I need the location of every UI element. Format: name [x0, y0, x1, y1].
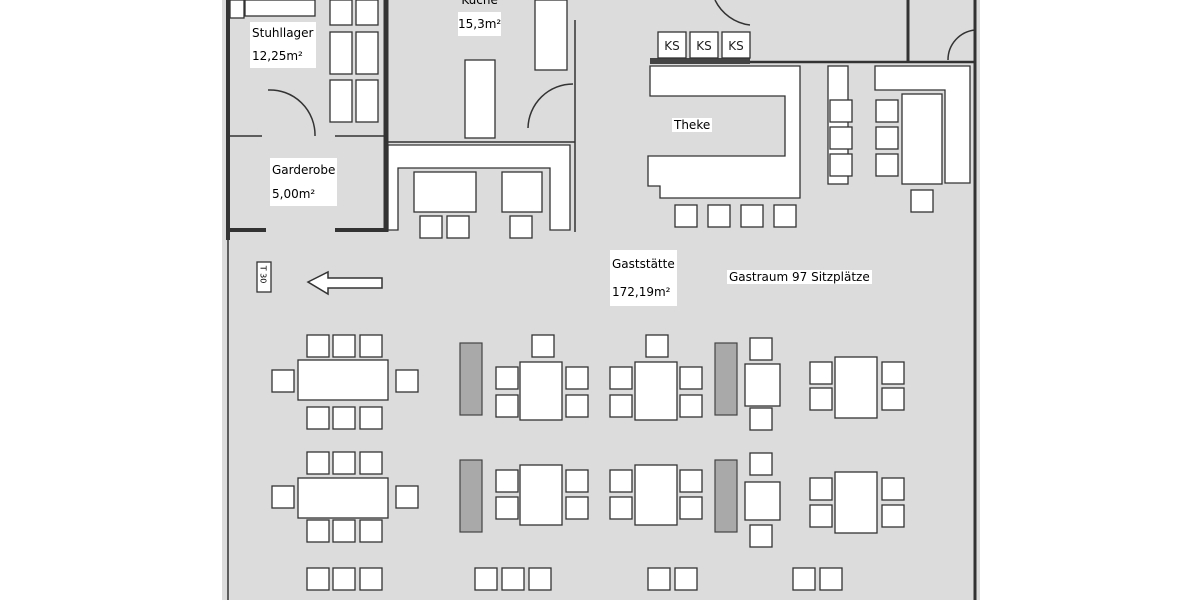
fridge [689, 31, 719, 59]
chair [829, 153, 853, 177]
chair [609, 366, 633, 390]
chair [647, 567, 671, 591]
chair [528, 567, 552, 591]
room-area: 5,00m² [272, 187, 316, 201]
room-name: Stuhllager [252, 26, 314, 40]
fridge [721, 31, 751, 59]
room-label-kitchen: Küche 15,3m² [458, 0, 502, 36]
chairs [271, 99, 934, 591]
chair [395, 485, 419, 509]
chair [792, 567, 816, 591]
chair [332, 567, 356, 591]
chair [829, 99, 853, 123]
chair [910, 189, 934, 213]
chair [419, 215, 443, 239]
chair [679, 469, 703, 493]
chair [531, 334, 555, 358]
fridges: KS KS KS [657, 31, 751, 59]
chair [359, 406, 383, 430]
door-label: T 30 [258, 265, 268, 284]
chair [271, 485, 295, 509]
chair [749, 524, 773, 548]
chair [306, 334, 330, 358]
room-name: Garderobe [272, 163, 336, 177]
chair [332, 406, 356, 430]
chair [332, 519, 356, 543]
chair [881, 387, 905, 411]
room-name: Küche [461, 0, 498, 7]
chair [609, 394, 633, 418]
chair [809, 387, 833, 411]
chair [359, 334, 383, 358]
chair [679, 366, 703, 390]
chair [875, 126, 899, 150]
chair [501, 567, 525, 591]
chair [474, 567, 498, 591]
chair [674, 204, 698, 228]
chair [740, 204, 764, 228]
chair [773, 204, 797, 228]
room-label-cloakroom: Garderobe 5,00m² [270, 158, 338, 206]
chair [749, 337, 773, 361]
chair [875, 153, 899, 177]
chair [359, 451, 383, 475]
chair [749, 452, 773, 476]
chair [306, 519, 330, 543]
room-name: Gaststätte [612, 257, 675, 271]
chair [565, 496, 589, 520]
chair [881, 361, 905, 385]
room-area: 172,19m² [612, 285, 671, 299]
fridge-label: KS [728, 39, 744, 53]
chair [306, 567, 330, 591]
room-area: 15,3m² [458, 12, 502, 36]
chair [679, 394, 703, 418]
chair [881, 504, 905, 528]
fridge-label: KS [664, 39, 680, 53]
room-label-bar: Theke [672, 118, 713, 132]
chair [881, 477, 905, 501]
chair [495, 469, 519, 493]
walls [226, 0, 977, 600]
furniture [229, 0, 971, 534]
chair [495, 496, 519, 520]
chair [509, 215, 533, 239]
chair [359, 567, 383, 591]
chair [446, 215, 470, 239]
chair [674, 567, 698, 591]
chair [829, 126, 853, 150]
chair [395, 369, 419, 393]
chair [679, 496, 703, 520]
room-area: 12,25m² [252, 49, 303, 63]
chair [565, 469, 589, 493]
chair [359, 519, 383, 543]
chair [875, 99, 899, 123]
fridge [657, 31, 687, 59]
chair [495, 394, 519, 418]
chair [809, 361, 833, 385]
chair [495, 366, 519, 390]
chair [565, 366, 589, 390]
chair [609, 496, 633, 520]
fridge-label: KS [696, 39, 712, 53]
chair [332, 334, 356, 358]
chair [306, 451, 330, 475]
chair [565, 394, 589, 418]
chair [707, 204, 731, 228]
chair [645, 334, 669, 358]
room-label-restaurant: Gaststätte 172,19m² [610, 250, 677, 306]
chair [809, 504, 833, 528]
seating-capacity-label: Gastraum 97 Sitzplätze [727, 270, 872, 284]
chair [306, 406, 330, 430]
room-label-chair-storage: Stuhllager 12,25m² [250, 22, 316, 68]
chair [609, 469, 633, 493]
chair [809, 477, 833, 501]
chair [749, 407, 773, 431]
chair [332, 451, 356, 475]
chair [819, 567, 843, 591]
chair [271, 369, 295, 393]
